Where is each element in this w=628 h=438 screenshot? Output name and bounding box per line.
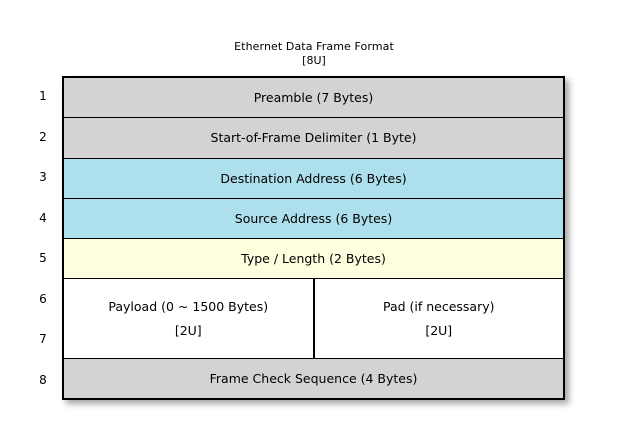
frame-field-sublabel: [2U] [425, 322, 453, 338]
frame-field-label: Source Address (6 Bytes) [234, 210, 393, 226]
row-number-gutter: 1 2 3 4 5 6 7 8 [30, 76, 56, 400]
frame-field-destination-address: Destination Address (6 Bytes) [64, 158, 563, 199]
frame-field-sublabel: [2U] [174, 322, 202, 338]
diagram-title-block: Ethernet Data Frame Format [8U] [0, 40, 628, 68]
row-number-3: 3 [39, 170, 47, 185]
frame-field-table: Preamble (7 Bytes) Start-of-Frame Delimi… [62, 76, 565, 400]
frame-field-pad: Pad (if necessary) [2U] [315, 279, 564, 358]
frame-field-label: Pad (if necessary) [382, 298, 495, 314]
frame-field-source-address: Source Address (6 Bytes) [64, 198, 563, 239]
row-number-1: 1 [39, 89, 47, 104]
page-subtitle: [8U] [302, 53, 326, 67]
row-number-2: 2 [39, 129, 47, 144]
frame-field-preamble: Preamble (7 Bytes) [64, 78, 563, 119]
frame-field-label: Start-of-Frame Delimiter (1 Byte) [210, 130, 417, 146]
row-number-7: 7 [39, 332, 47, 347]
row-number-6: 6 [39, 291, 47, 306]
frame-field-payload-pad-band: Payload (0 ~ 1500 Bytes) [2U] Pad (if ne… [64, 279, 563, 359]
row-number-4: 4 [39, 210, 47, 225]
frame-field-label: Frame Check Sequence (4 Bytes) [209, 370, 418, 386]
row-number-5: 5 [39, 251, 47, 266]
frame-field-label: Payload (0 ~ 1500 Bytes) [108, 298, 269, 314]
frame-field-payload: Payload (0 ~ 1500 Bytes) [2U] [64, 279, 315, 358]
frame-field-label: Type / Length (2 Bytes) [241, 251, 386, 267]
frame-field-type-length: Type / Length (2 Bytes) [64, 239, 563, 280]
frame-field-start-of-frame-delimiter: Start-of-Frame Delimiter (1 Byte) [64, 118, 563, 159]
frame-field-label: Preamble (7 Bytes) [253, 90, 374, 106]
page-title: Ethernet Data Frame Format [234, 40, 394, 53]
frame-field-frame-check-sequence: Frame Check Sequence (4 Bytes) [64, 358, 563, 398]
row-number-8: 8 [39, 372, 47, 387]
frame-field-label: Destination Address (6 Bytes) [220, 170, 407, 186]
